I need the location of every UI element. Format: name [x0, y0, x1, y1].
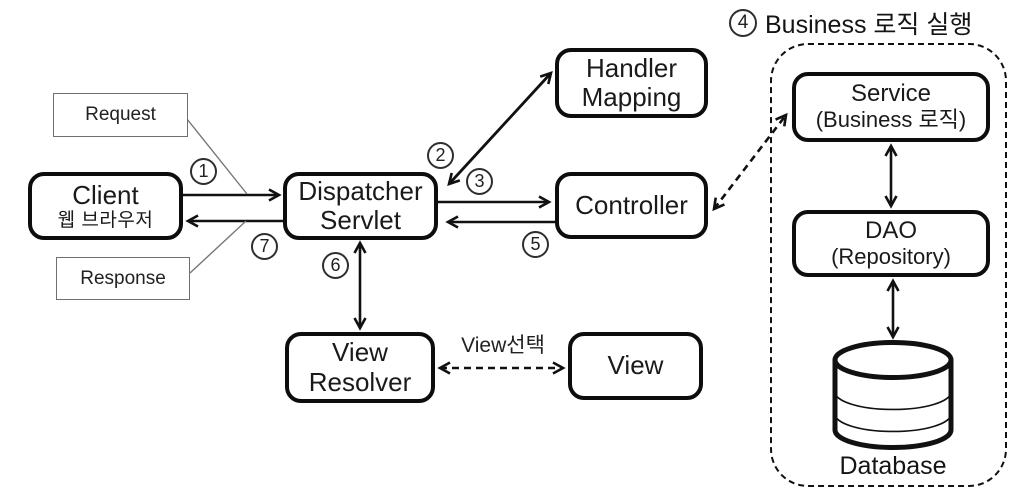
dao-line2: (Repository) — [831, 243, 951, 269]
diagram-title-text: Business 로직 실행 — [765, 11, 973, 39]
handler-mapping-line2: Mapping — [581, 82, 682, 112]
view-select-text: View선택 — [461, 334, 545, 357]
node-controller: Controller — [555, 172, 708, 239]
dao-line1: DAO — [864, 216, 917, 244]
arrow-controller-service-dashed — [712, 112, 788, 212]
node-dispatcher-servlet: Dispatcher Servlet — [283, 172, 438, 240]
step-2-badge: 2 — [427, 142, 454, 169]
step-1-badge: 1 — [190, 158, 217, 185]
client-sublabel: 웹 브라우저 — [57, 209, 154, 231]
database-cylinder-icon — [832, 340, 954, 450]
controller-label: Controller — [575, 189, 688, 220]
view-label: View — [607, 350, 664, 381]
node-view: View — [568, 332, 703, 400]
arrow-dispatcher-handler-mapping — [447, 71, 553, 186]
service-line2: (Business 로직) — [815, 107, 967, 133]
step-4-badge: 4 — [729, 9, 757, 37]
dispatcher-label-line2: Servlet — [320, 205, 401, 235]
dispatcher-label-line1: Dispatcher — [298, 175, 423, 206]
view-resolver-line2: Resolver — [308, 366, 412, 397]
step-7-badge: 7 — [251, 233, 278, 260]
response-leader-line — [189, 220, 247, 274]
response-label: Response — [80, 267, 166, 289]
node-view-resolver: View Resolver — [285, 332, 435, 403]
node-service: Service (Business 로직) — [792, 72, 990, 142]
diagram-title: 4 Business 로직 실행 — [729, 5, 972, 41]
request-label: Request — [85, 104, 156, 125]
client-label: Client — [72, 179, 139, 210]
step-6-badge: 6 — [322, 252, 349, 279]
response-callout: Response — [56, 257, 190, 300]
view-resolver-line1: View — [332, 337, 388, 368]
node-handler-mapping: Handler Mapping — [555, 48, 708, 118]
node-client: Client 웹 브라우저 — [28, 172, 183, 240]
step-3-badge: 3 — [466, 168, 493, 195]
request-callout: Request — [53, 93, 188, 137]
request-leader-line — [186, 118, 248, 195]
service-line1: Service — [850, 80, 932, 108]
view-select-edge-label: View선택 — [448, 329, 558, 359]
database-label: Database — [839, 452, 947, 480]
step-5-badge: 5 — [522, 231, 549, 258]
handler-mapping-line1: Handler — [585, 52, 678, 83]
node-dao: DAO (Repository) — [792, 210, 990, 277]
